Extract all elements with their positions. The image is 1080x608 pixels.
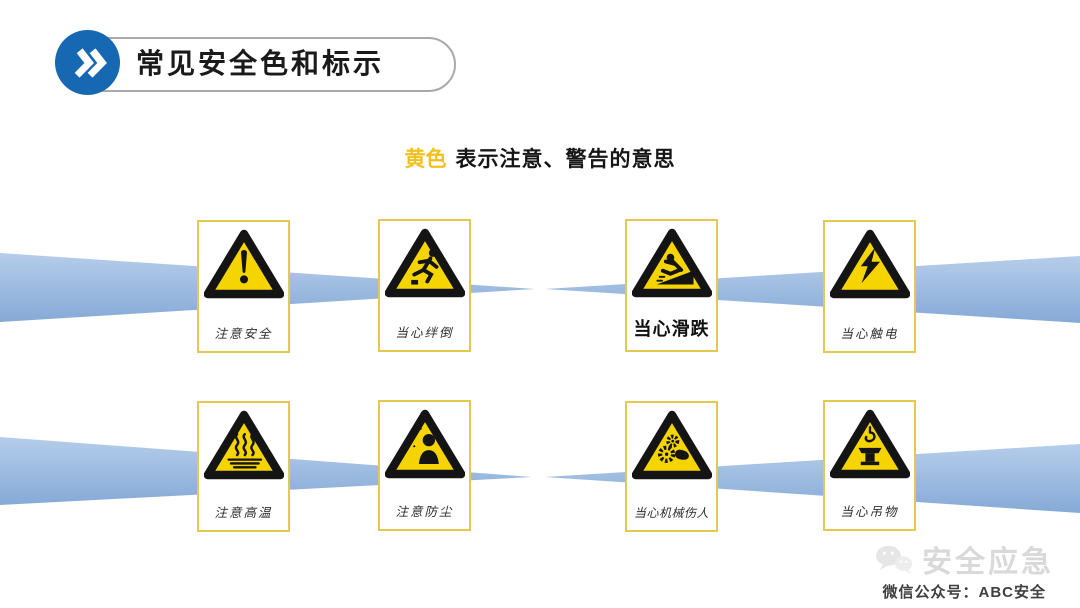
sign-card-zhuyi-gaowen: 注意高温 <box>197 401 290 532</box>
sign-card-dangxin-chudian: 当心触电 <box>823 220 916 353</box>
sign-card-zhuyi-fangchen: 注意防尘 <box>378 400 471 531</box>
tripping-person-icon <box>384 228 465 298</box>
sign-label: 当心滑跌 <box>633 319 710 339</box>
dust-hazard-icon <box>384 409 465 479</box>
sign-label: 当心绊倒 <box>395 326 454 340</box>
hanging-load-icon <box>829 409 910 479</box>
sign-card-dangxin-diaowu: 当心吊物 <box>823 400 916 531</box>
sign-label: 当心吊物 <box>840 505 899 519</box>
page-title: 常见安全色和标示 <box>136 49 385 80</box>
subtitle-highlight: 黄色 <box>404 148 447 171</box>
hot-surface-icon <box>203 410 284 480</box>
slipping-person-icon <box>631 228 712 298</box>
subtitle: 黄色 表示注意、警告的意思 <box>0 143 1080 173</box>
sign-card-dangxin-huadie: 当心滑跌 <box>625 219 718 352</box>
sign-card-zhuyi-anquan: 注意安全 <box>197 220 290 353</box>
sign-label: 注意高温 <box>214 506 273 520</box>
watermark-caption: 微信公众号：ABC安全 <box>882 584 1046 601</box>
title-pill <box>68 37 456 92</box>
sign-card-dangxin-bandao: 当心绊倒 <box>378 219 471 352</box>
sign-label: 注意防尘 <box>395 505 454 519</box>
sign-label: 当心触电 <box>840 327 899 341</box>
electric-shock-icon <box>829 229 910 299</box>
subtitle-text: 表示注意、警告的意思 <box>455 148 676 171</box>
sign-label: 注意安全 <box>214 327 273 341</box>
double-chevron-icon <box>55 30 120 95</box>
exclamation-warning-icon <box>203 229 284 299</box>
sign-label: 当心机械伤人 <box>633 506 709 520</box>
watermark-brand: 安全应急 <box>922 546 1054 579</box>
sign-card-dangxin-jixie-shangren: 当心机械伤人 <box>625 401 718 532</box>
machinery-injury-icon <box>631 410 712 480</box>
watermark: 安全应急 <box>874 537 1054 581</box>
wechat-icon <box>875 545 913 575</box>
